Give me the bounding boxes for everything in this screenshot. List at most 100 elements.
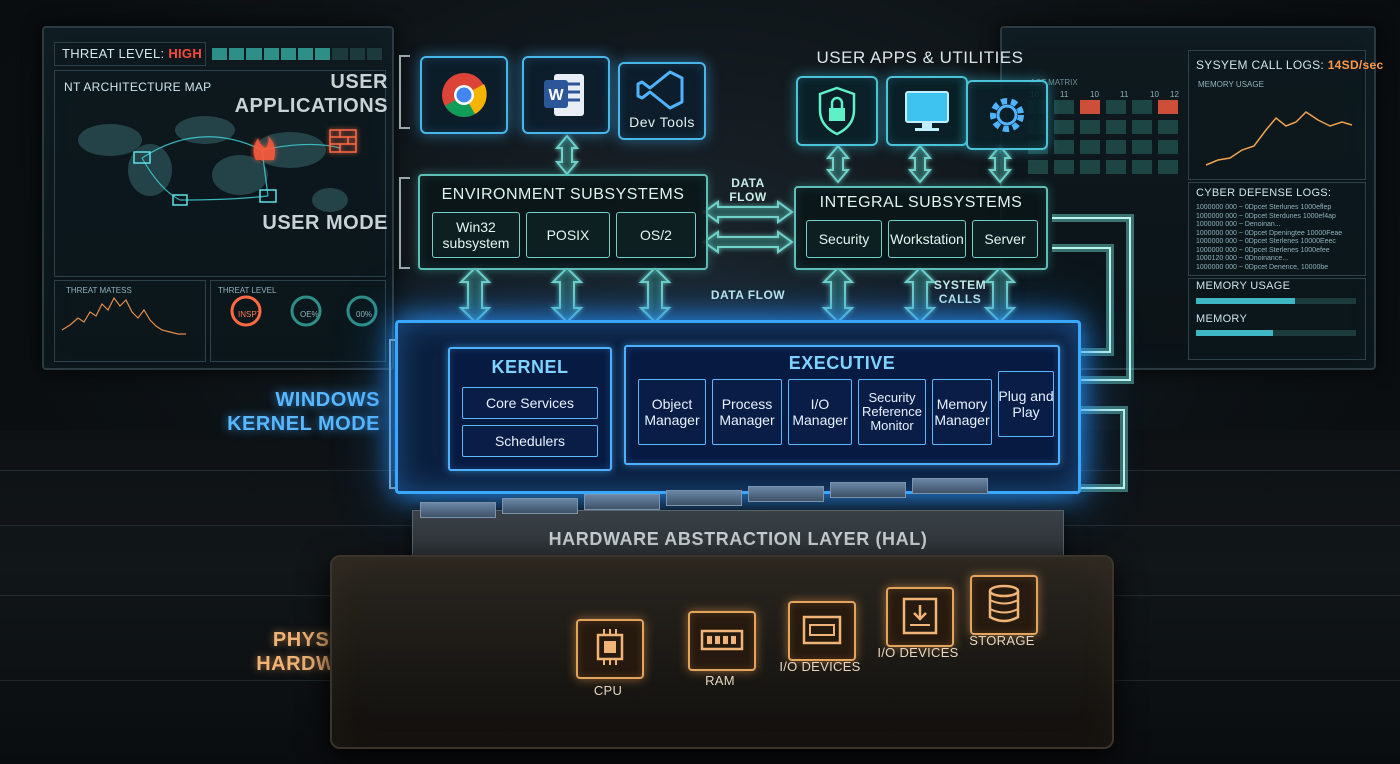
core-services[interactable]: Core Services xyxy=(462,387,598,419)
server-subsystem[interactable]: Server xyxy=(972,220,1038,258)
ram-icon xyxy=(700,629,744,651)
defense-log-line: 1000000 000 ~ Denoinan... xyxy=(1196,221,1281,228)
chrome-app[interactable] xyxy=(420,56,508,134)
memory-manager[interactable]: Memory Manager xyxy=(932,379,992,445)
defense-log-line: 1000000 000 ~ 0Dpcet Sterlenes 1000efee xyxy=(1196,246,1330,254)
system-calls-label: SYSTEM CALLS xyxy=(933,278,987,306)
gear-icon xyxy=(990,98,1024,132)
laptop-icon xyxy=(133,151,151,164)
io-devices-label: I/O DEVICES xyxy=(877,645,959,660)
cpu-module[interactable] xyxy=(576,619,644,679)
storage-icon xyxy=(988,584,1020,623)
cpu-label: CPU xyxy=(593,683,623,698)
gauge-ring xyxy=(290,295,322,327)
executive-title: EXECUTIVE xyxy=(788,353,896,373)
hal-title: HARDWARE ABSTRACTION LAYER (HAL) xyxy=(548,529,928,549)
defense-logs-panel xyxy=(1188,182,1366,276)
user-applications-label: USER APPLICATIONS xyxy=(234,71,388,117)
word-app[interactable]: W xyxy=(522,56,610,134)
gauge-label: 00% xyxy=(356,310,373,319)
devtools-app[interactable]: Dev Tools xyxy=(618,62,706,140)
win32-subsystem[interactable]: Win32 subsystem xyxy=(432,212,520,258)
hal-tile xyxy=(912,478,988,494)
user-mode-label: USER MODE xyxy=(262,212,388,234)
hal-tile xyxy=(666,490,742,506)
map-title: NT ARCHITECTURE MAP xyxy=(64,80,212,94)
world-map xyxy=(78,116,348,212)
hardware-chassis: CPU RAM I/O DEVICES I/O DEVICES xyxy=(330,555,1114,749)
monitor-icon xyxy=(905,91,949,131)
schedulers[interactable]: Schedulers xyxy=(462,425,598,457)
security-subsystem[interactable]: Security xyxy=(806,220,882,258)
ram-module[interactable] xyxy=(688,611,756,671)
kernel-mode-label: WINDOWS KERNEL MODE xyxy=(227,389,380,435)
io-device-module[interactable] xyxy=(788,601,856,661)
vscode-icon xyxy=(636,70,684,110)
defense-log-list: 1000000 000 ~ 0Dpcet Sterlunes 1000eflep… xyxy=(1196,204,1362,272)
settings-utility[interactable] xyxy=(966,80,1048,150)
chrome-icon xyxy=(442,73,487,117)
defense-log-line: 1000000 000 ~ 0Dpcet Denence, 10000be xyxy=(1196,263,1329,271)
syscall-value: 14SD/sec xyxy=(1327,58,1384,72)
storage-module[interactable] xyxy=(970,575,1038,635)
fire-icon xyxy=(253,136,276,160)
executive-box: EXECUTIVE Object Manager Process Manager… xyxy=(624,345,1060,465)
right-connector-cores xyxy=(1052,217,1131,489)
defense-log-line: 1000120 000 ~ 0Dnoinance... xyxy=(1196,255,1289,262)
gauge-label: OE% xyxy=(300,310,319,319)
io-devices-label: I/O DEVICES xyxy=(779,659,861,674)
threat-level-panel xyxy=(54,42,206,66)
memory-chart-line xyxy=(1205,111,1353,166)
posix-subsystem[interactable]: POSIX xyxy=(526,212,610,258)
memory-usage-bar xyxy=(1196,298,1356,304)
hal-tile xyxy=(748,486,824,502)
activity-matrix xyxy=(1028,100,1178,174)
security-utility[interactable] xyxy=(796,76,878,146)
defense-logs-title: CYBER DEFENSE LOGS: xyxy=(1196,187,1332,199)
memory-panel xyxy=(1188,278,1366,360)
threat-chart-line xyxy=(61,296,186,335)
ram-label: RAM xyxy=(705,673,735,688)
environment-title: ENVIRONMENT SUBSYSTEMS xyxy=(441,186,685,203)
syscall-label: SYSYEM CALL LOGS: 14SD/sec xyxy=(1196,58,1384,72)
kernel-mode-slab: KERNEL Core Services Schedulers EXECUTIV… xyxy=(395,320,1081,494)
storage-label: STORAGE xyxy=(969,633,1035,648)
plug-and-play[interactable]: Plug and Play xyxy=(998,371,1054,437)
devtools-label: Dev Tools xyxy=(629,114,695,130)
security-reference-monitor[interactable]: Security Reference Monitor xyxy=(858,379,926,445)
matrix-col: 10 xyxy=(1090,90,1099,99)
hal-tile xyxy=(584,494,660,510)
matrix-col: 11 xyxy=(1060,90,1069,99)
gauge-ring xyxy=(346,295,378,327)
object-manager[interactable]: Object Manager xyxy=(638,379,706,445)
defense-log-line: 1000000 000 ~ 0Dpcet Sterlunes 1000eflep xyxy=(1196,204,1332,211)
workstation-subsystem[interactable]: Workstation xyxy=(888,220,966,258)
left-monitor: THREAT LEVEL: HIGH NT ARCHITECTURE MAP T… xyxy=(42,26,394,370)
laptop-icon xyxy=(172,194,188,206)
threat-level-value: HIGH xyxy=(168,46,203,61)
kernel-box: KERNEL Core Services Schedulers xyxy=(448,347,612,471)
defense-log-line: 1000000 000 ~ 0Dpcet Sterlenes 10000Eeec xyxy=(1196,238,1336,245)
right-monitor: ACT MATRIX 10 11 10 11 10 12 SYSYEM CALL… xyxy=(1000,26,1383,370)
integral-title: INTEGRAL SUBSYSTEMS xyxy=(819,194,1023,211)
svg-text:W: W xyxy=(548,87,564,104)
integral-subsystems: INTEGRAL SUBSYSTEMS Security Workstation… xyxy=(794,186,1048,270)
defense-log-line: 1000000 000 ~ 0Dpcet Dpeningtee 10000Fea… xyxy=(1196,229,1343,237)
gauge-label: INSPT xyxy=(238,310,262,319)
io-manager[interactable]: I/O Manager xyxy=(788,379,852,445)
firewall-icon xyxy=(329,129,357,153)
os2-subsystem[interactable]: OS/2 xyxy=(616,212,696,258)
hal-tile xyxy=(420,502,496,518)
environment-subsystems: ENVIRONMENT SUBSYSTEMS Win32 subsystem P… xyxy=(418,174,708,270)
horizontal-arrows xyxy=(702,200,794,254)
data-flow-label: DATA FLOW xyxy=(710,288,786,302)
word-icon: W xyxy=(544,74,584,116)
kernel-title: KERNEL xyxy=(491,357,569,377)
io-device-module[interactable] xyxy=(886,587,954,647)
monitor-utility[interactable] xyxy=(886,76,968,146)
process-manager[interactable]: Process Manager xyxy=(712,379,782,445)
threat-chart-panel xyxy=(54,280,206,362)
lock-icon xyxy=(818,86,856,136)
download-device-icon xyxy=(902,597,938,635)
